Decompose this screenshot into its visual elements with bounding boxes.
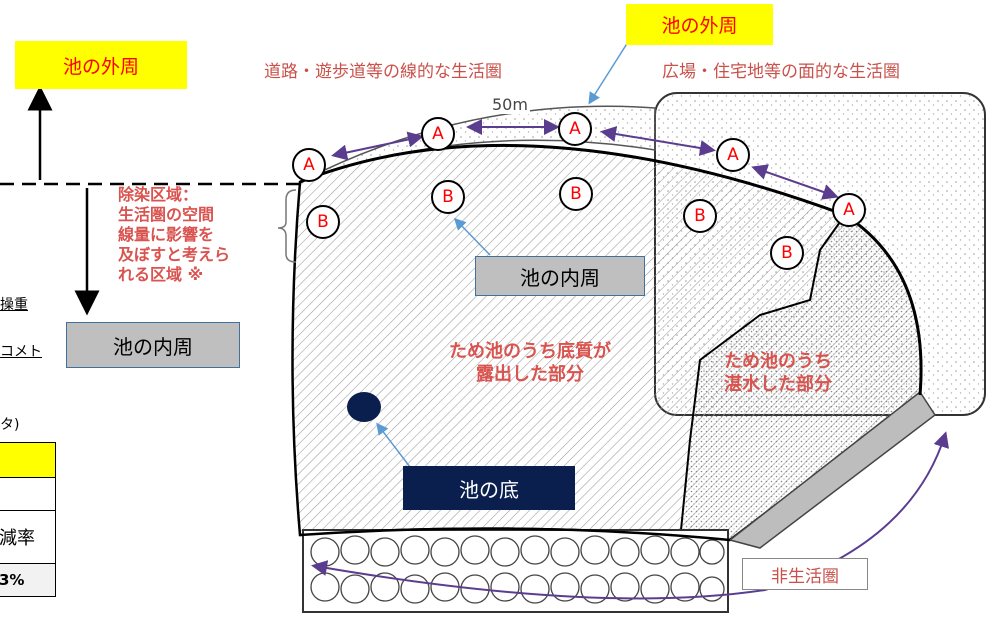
decon-line-3: 線量に影響を bbox=[118, 225, 215, 244]
point-b-5: B bbox=[770, 236, 804, 270]
pond-outer-label-left: 池の外周 bbox=[15, 41, 187, 89]
non-living-zone-label: 非生活圏 bbox=[742, 558, 868, 590]
arrow-pond-bottom bbox=[376, 422, 411, 468]
fragment-2: コメト bbox=[0, 344, 42, 360]
decon-line-4: 及ぼすと考えら bbox=[118, 245, 231, 264]
point-a-2: A bbox=[421, 117, 455, 151]
pond-bottom-point bbox=[347, 392, 381, 422]
fragment-table: 減率 3% bbox=[0, 442, 56, 597]
distance-label: 50m bbox=[490, 95, 530, 114]
fragment-table-rate: 減率 bbox=[0, 510, 56, 563]
fragment-3: タ) bbox=[0, 417, 20, 433]
fragment-table-blank bbox=[0, 477, 56, 510]
decon-line-1: 除染区域： bbox=[118, 185, 199, 204]
submerged-line-2: 湛水した部分 bbox=[724, 374, 832, 395]
point-b-2: B bbox=[431, 180, 465, 214]
exposed-line-2: 露出した部分 bbox=[476, 364, 584, 385]
point-b-3: B bbox=[559, 177, 593, 211]
submerged-line-1: ため池のうち bbox=[724, 351, 832, 372]
point-b-1: B bbox=[306, 205, 340, 239]
point-a-4: A bbox=[716, 138, 750, 172]
area-zone-label: 広場・住宅地等の面的な生活圏 bbox=[662, 62, 900, 82]
non-living-arrow bbox=[311, 431, 949, 600]
fragment-table-pct: 3% bbox=[0, 563, 56, 597]
point-a-5: A bbox=[832, 193, 866, 227]
fragment-1: 操重 bbox=[0, 297, 28, 313]
pond-inner-label-center: 池の内周 bbox=[475, 256, 645, 296]
decon-brace bbox=[277, 189, 297, 263]
decon-area-label: 除染区域： 生活圏の空間 線量に影響を 及ぼすと考えら れる区域 ※ bbox=[118, 185, 230, 285]
arrow-outer-top bbox=[588, 41, 629, 105]
arrow-inner-center bbox=[453, 217, 491, 256]
pond-outer-label-top: 池の外周 bbox=[626, 4, 773, 45]
a-distance-arrows bbox=[331, 119, 839, 200]
point-b-4: B bbox=[683, 199, 717, 233]
point-a-3: A bbox=[558, 112, 592, 146]
decon-line-2: 生活圏の空間 bbox=[118, 205, 215, 224]
pond-bottom-label: 池の底 bbox=[403, 466, 575, 510]
exposed-bottom-label: ため池のうち底質が 露出した部分 bbox=[420, 340, 640, 386]
point-a-1: A bbox=[292, 148, 326, 182]
submerged-label: ため池のうち 湛水した部分 bbox=[724, 350, 832, 396]
pond-inner-label-left: 池の内周 bbox=[66, 322, 240, 368]
linear-zone-label: 道路・遊歩道等の線的な生活圏 bbox=[264, 62, 502, 82]
exposed-line-1: ため池のうち底質が bbox=[449, 341, 611, 362]
decon-line-5: れる区域 ※ bbox=[118, 265, 204, 284]
fragment-table-yellow bbox=[0, 442, 56, 477]
